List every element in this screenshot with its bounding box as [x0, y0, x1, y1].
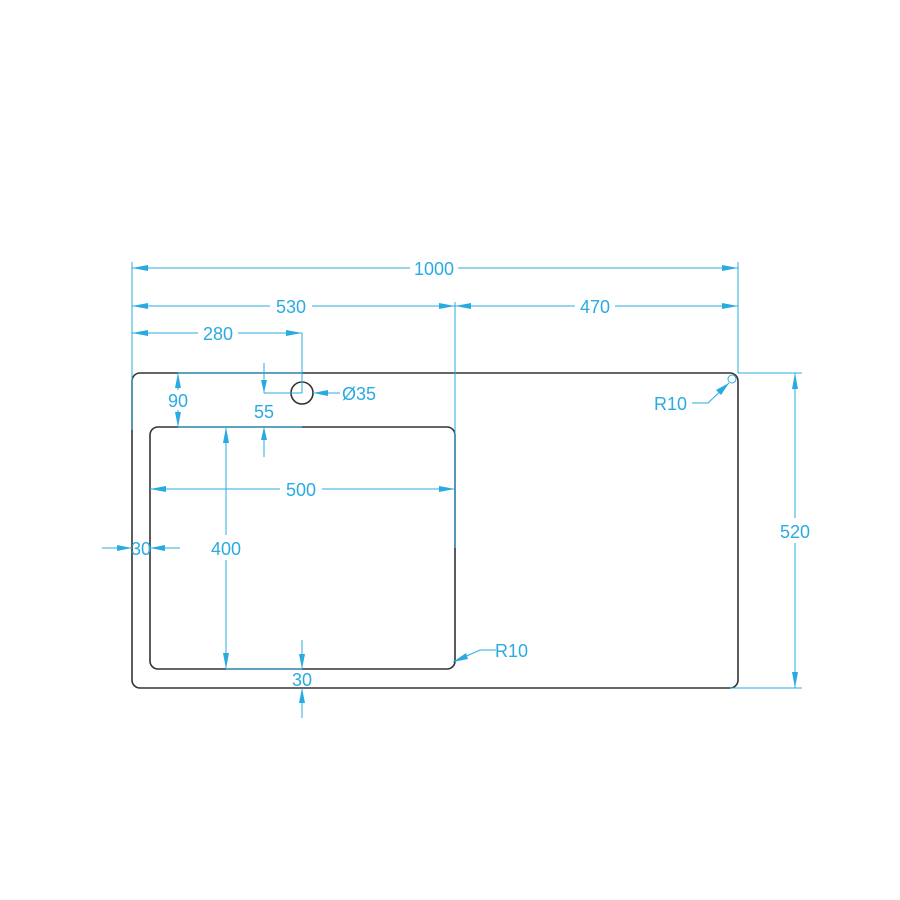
- bowl-height-label: 400: [211, 539, 241, 559]
- dimension-bowl-width: 500: [150, 480, 455, 500]
- dimension-right-section: 470: [455, 297, 738, 317]
- bowl-outline: [149, 426, 456, 670]
- dimension-bowl-offset-left: 30: [102, 539, 180, 559]
- bowl-offset-left-label: 30: [131, 539, 151, 559]
- dimension-overall-width: 1000: [131, 259, 739, 430]
- overall-width-label: 1000: [414, 259, 454, 279]
- dimension-overall-depth: 520: [730, 372, 810, 689]
- dimension-tap-hole-x: 280: [132, 324, 303, 393]
- dimension-bowl-offset-top: 90: [168, 372, 302, 427]
- bowl-offset-bottom-label: 30: [292, 670, 312, 690]
- right-section-label: 470: [580, 297, 610, 317]
- tap-hole-x-label: 280: [203, 324, 233, 344]
- dimension-tap-hole-diameter: Ø35: [313, 384, 376, 404]
- dimension-bowl-height: 400: [211, 427, 241, 669]
- tap-hole-y-label: 55: [254, 402, 274, 422]
- dimension-left-section: 530: [132, 297, 456, 548]
- outer-corner-radius-label: R10: [654, 394, 687, 414]
- dimension-outer-corner-radius: R10: [654, 374, 737, 414]
- overall-depth-label: 520: [780, 522, 810, 542]
- left-section-label: 530: [276, 297, 306, 317]
- dimension-bowl-offset-bottom: 30: [226, 640, 312, 718]
- tap-hole-diameter-label: Ø35: [342, 384, 376, 404]
- dimension-tap-hole-y: 55: [178, 363, 302, 457]
- countertop-outline: [131, 372, 739, 689]
- bowl-offset-top-label: 90: [168, 391, 188, 411]
- bowl-corner-radius-label: R10: [495, 641, 528, 661]
- bowl-width-label: 500: [286, 480, 316, 500]
- dimension-bowl-corner-radius: R10: [452, 641, 528, 663]
